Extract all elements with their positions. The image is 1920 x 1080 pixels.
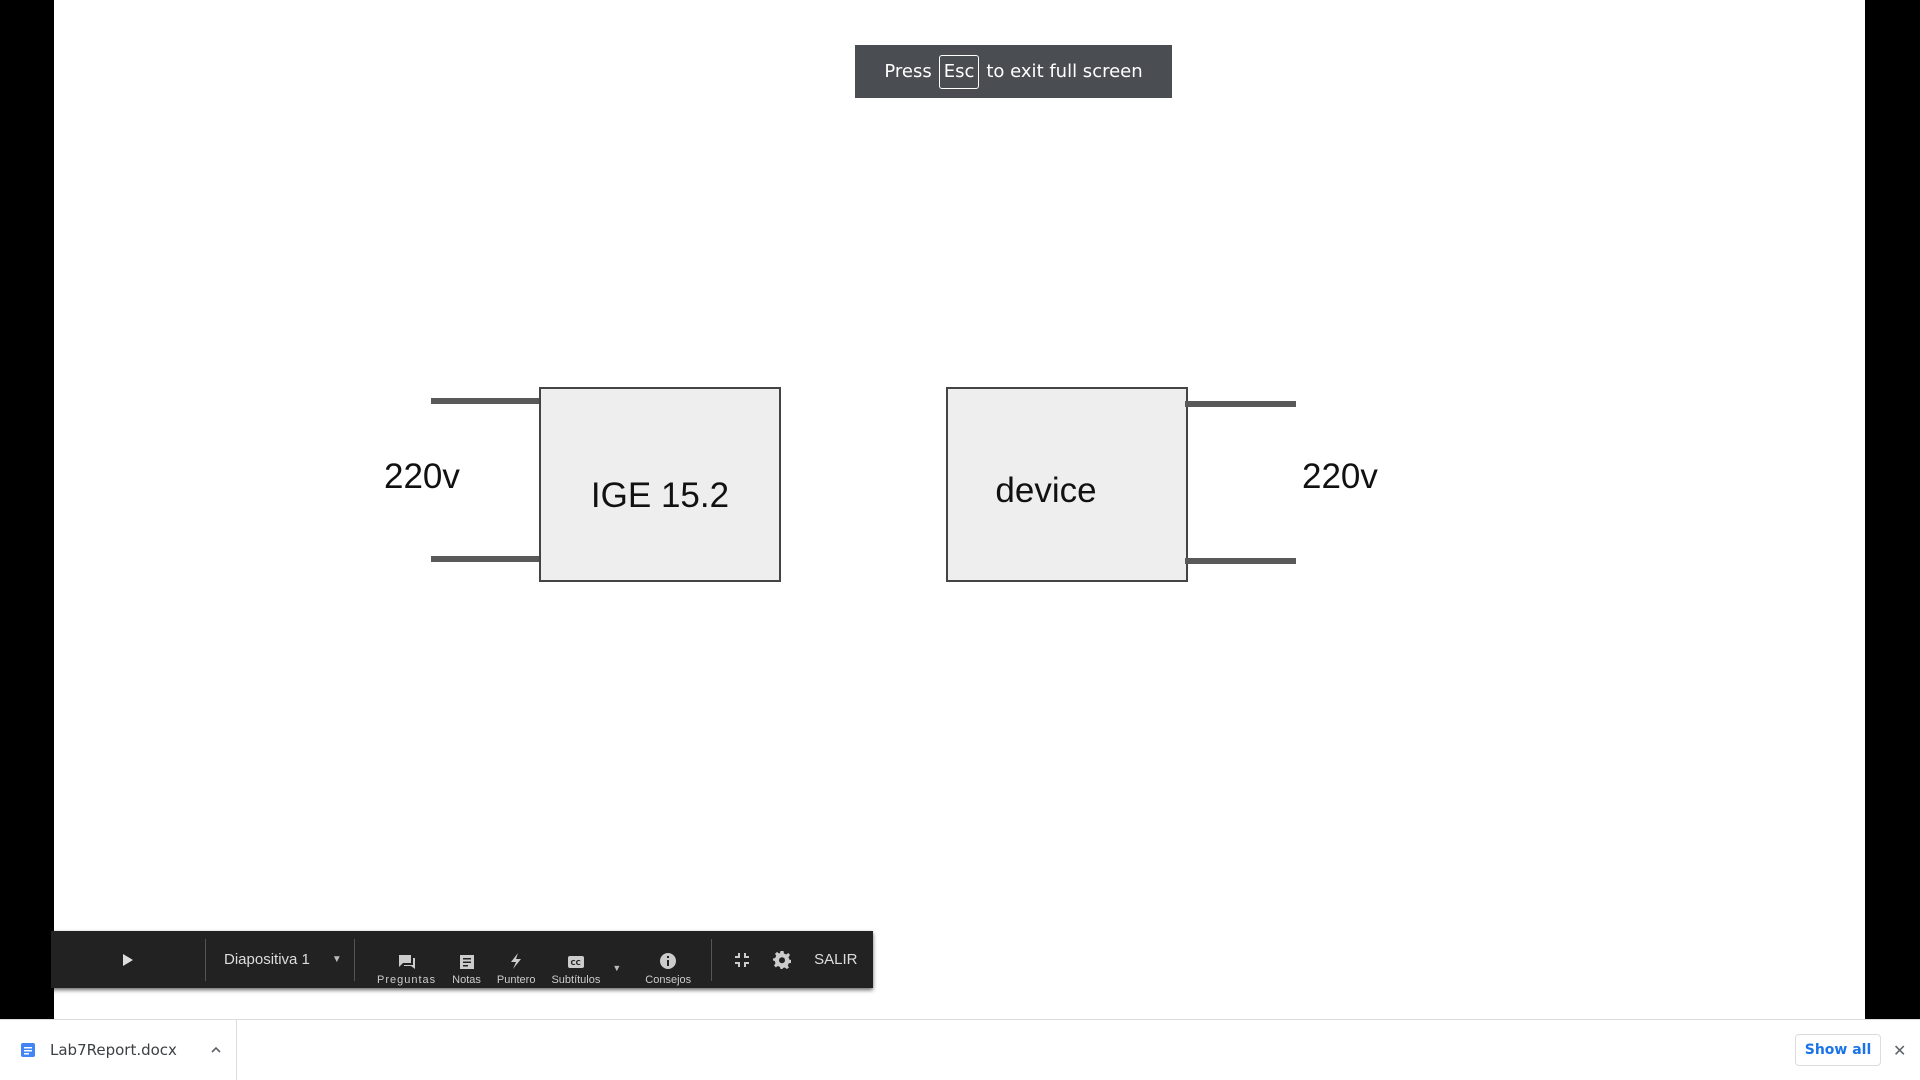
presenter-toolbar: Diapositiva 1 ▼ Preguntas Notas Puntero … (51, 931, 873, 988)
captions-icon: CC (567, 956, 584, 968)
captions-options-button[interactable]: ▼ (608, 948, 625, 988)
info-icon (660, 953, 677, 969)
pointer-button[interactable]: Puntero (489, 938, 544, 988)
toolbar-divider (711, 938, 713, 981)
download-bar: Lab7Report.docx Show all ✕ (0, 1019, 1920, 1080)
chevron-down-icon: ▼ (612, 963, 622, 973)
show-all-button[interactable]: Show all (1795, 1034, 1881, 1066)
device-box-label: device (995, 470, 1097, 510)
toolbar-divider (354, 938, 355, 981)
questions-button[interactable]: Preguntas (369, 938, 444, 988)
exit-presentation-button[interactable]: SALIR (814, 951, 858, 968)
download-options-button[interactable] (211, 1047, 221, 1053)
pointer-label: Puntero (496, 974, 536, 986)
right-voltage-label: 220v (1302, 457, 1378, 496)
download-file-name: Lab7Report.docx (50, 1041, 177, 1059)
exit-fullscreen-icon (735, 952, 750, 967)
chevron-up-icon (211, 1047, 221, 1053)
questions-icon (398, 955, 415, 969)
toast-prefix: Press (884, 61, 932, 82)
tips-label: Consejos (645, 974, 692, 986)
slide-canvas: Press Esc to exit full screen 220v IGE 1… (54, 0, 1865, 1019)
ige-box-label: IGE 15.2 (590, 475, 730, 515)
captions-label: Subtítulos (551, 974, 601, 986)
notes-label: Notas (452, 974, 481, 986)
fullscreen-toast: Press Esc to exit full screen (855, 45, 1172, 98)
notes-icon (459, 955, 474, 969)
exit-fullscreen-button[interactable] (734, 952, 750, 968)
settings-button[interactable] (772, 950, 792, 970)
captions-button[interactable]: CC Subtítulos (543, 938, 608, 988)
right-wire-top (1185, 401, 1296, 407)
docx-file-icon (21, 1043, 35, 1057)
pointer-icon (511, 953, 522, 969)
chevron-down-icon: ▼ (331, 954, 342, 965)
tips-button[interactable]: Consejos (637, 938, 699, 988)
download-item[interactable]: Lab7Report.docx (0, 1020, 237, 1080)
questions-label: Preguntas (377, 974, 437, 986)
play-button[interactable] (113, 945, 143, 975)
toolbar-tools: Preguntas Notas Puntero CC Subtítulos ▼ … (355, 931, 711, 988)
left-wire-top (431, 398, 542, 404)
notes-button[interactable]: Notas (444, 938, 489, 988)
toolbar-right: SALIR (712, 931, 858, 988)
esc-key-badge: Esc (938, 54, 980, 89)
close-icon[interactable]: ✕ (1893, 1041, 1907, 1060)
ige-box: IGE 15.2 (539, 387, 781, 582)
slide-nav (51, 931, 205, 988)
left-voltage-label: 220v (384, 457, 460, 496)
left-wire-bottom (431, 556, 542, 562)
gear-icon (773, 950, 792, 969)
play-icon (123, 953, 133, 966)
toast-suffix: to exit full screen (986, 61, 1143, 82)
device-box: device (946, 387, 1188, 582)
slide-selector[interactable]: Diapositiva 1 ▼ (206, 931, 354, 988)
toolbar-divider (205, 938, 206, 981)
slide-selector-label: Diapositiva 1 (224, 951, 310, 968)
svg-text:CC: CC (570, 959, 580, 967)
right-wire-bottom (1185, 558, 1296, 564)
